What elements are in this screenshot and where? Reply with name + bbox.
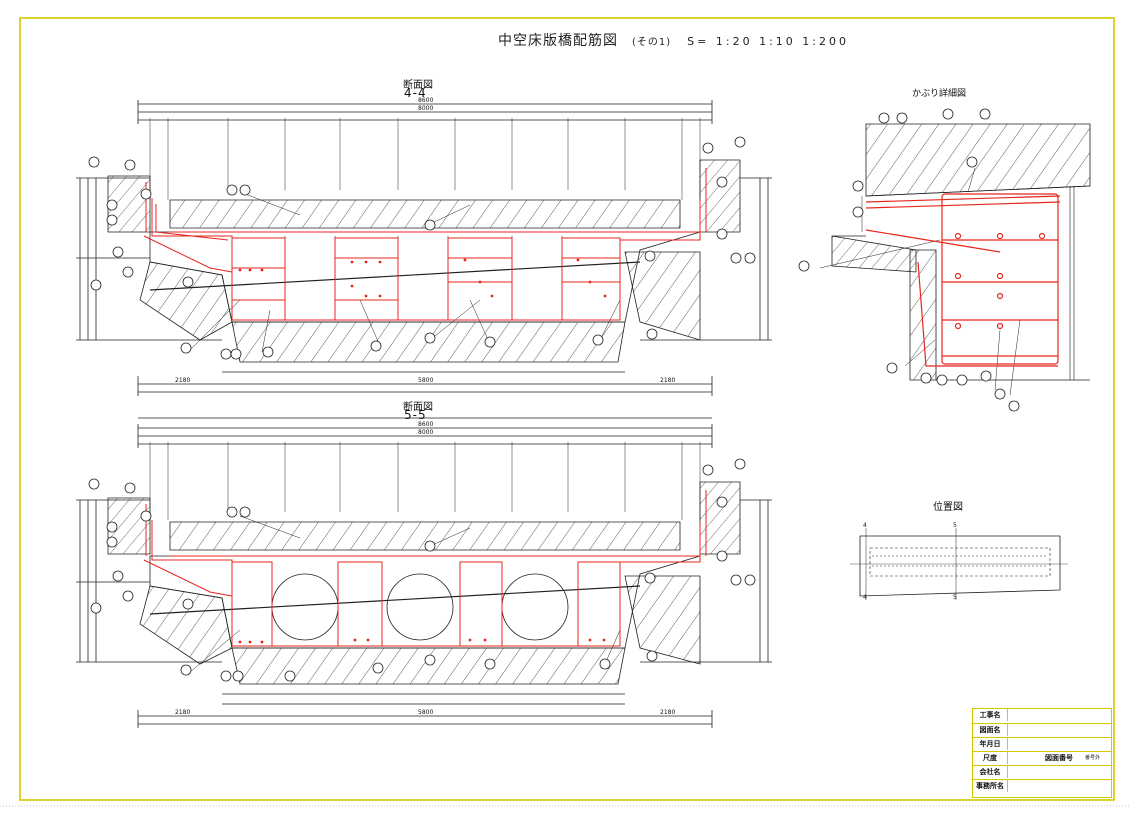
section-5-side-left: 2180: [175, 709, 191, 716]
section-4-mark: 4-4: [404, 86, 427, 100]
sheet-border: [19, 17, 1115, 801]
section-5-rebar-dots: [238, 638, 606, 644]
section-4-deck-width: 8000: [418, 105, 434, 112]
title-block-label: 会社名: [979, 768, 1001, 776]
location-mark-5-top: 5: [953, 522, 957, 529]
title-block-row: 尺度 図面番号 番号外: [973, 751, 1111, 764]
title-block: 工事名 図面名 年月日 尺度 図面番号 番号外 会社名 事務所名: [972, 708, 1112, 798]
cover-detail-drawing: [819, 123, 1091, 396]
section-5-caption: 断面図: [403, 402, 433, 413]
section-5-mark: 5-5: [404, 408, 427, 422]
title-block-row: 工事名: [973, 709, 1111, 721]
drawing-subtitle: (その1): [632, 37, 672, 48]
location-plan-caption: 位置図: [933, 502, 963, 513]
section-4-bar-marks: [88, 136, 756, 360]
section-4-overall-width: 8600: [418, 97, 434, 104]
cover-detail-rebar: [865, 193, 1061, 367]
title-block-row: 年月日: [973, 737, 1111, 750]
title-block-label: 尺度: [983, 754, 997, 762]
section-4-drawing: [76, 100, 772, 419]
drawing-scale: S= 1:20 1:10 1:200: [687, 35, 849, 48]
section-5-deck-width: 8000: [418, 429, 434, 436]
section-5-rebar: [143, 490, 707, 647]
section-4-side-right: 2180: [660, 377, 676, 384]
location-mark-5-bottom: 5: [953, 594, 957, 601]
title-block-label: 年月日: [979, 740, 1001, 748]
section-4-side-left: 2180: [175, 377, 191, 384]
title-block-label: 図面名: [979, 726, 1001, 734]
section-4-rebar: [143, 168, 707, 321]
title-block-row: 図面名: [973, 723, 1111, 736]
title-block-row: 会社名: [973, 765, 1111, 778]
drawing-title: 中空床版橋配筋図: [498, 33, 618, 49]
title-block-label: 事務所名: [976, 782, 1004, 790]
section-5-bottom-width: 5800: [418, 709, 434, 716]
location-mark-4-bottom: 4: [863, 594, 867, 601]
title-block-row: 事務所名: [973, 779, 1111, 792]
location-plan-drawing: [850, 528, 1068, 600]
location-mark-4-top: 4: [863, 522, 867, 529]
section-4-bottom-width: 5800: [418, 377, 434, 384]
section-5-drawing: [76, 424, 772, 728]
section-4-rebar-dots: [238, 258, 607, 298]
drawing-number-label: 図面番号: [1045, 754, 1073, 762]
title-block-label: 工事名: [979, 711, 1001, 719]
section-4-caption: 断面図: [403, 80, 433, 91]
section-5-overall-width: 8600: [418, 421, 434, 428]
drawing-title-block: 中空床版橋配筋図 (その1) S= 1:20 1:10 1:200: [498, 30, 849, 50]
cover-detail-bar-marks: [798, 108, 1020, 412]
section-5-side-right: 2180: [660, 709, 676, 716]
drawing-number-value: 番号外: [1085, 755, 1101, 761]
cover-detail-caption: かぶり詳細図: [912, 89, 967, 99]
section-5-bar-marks: [88, 458, 756, 682]
